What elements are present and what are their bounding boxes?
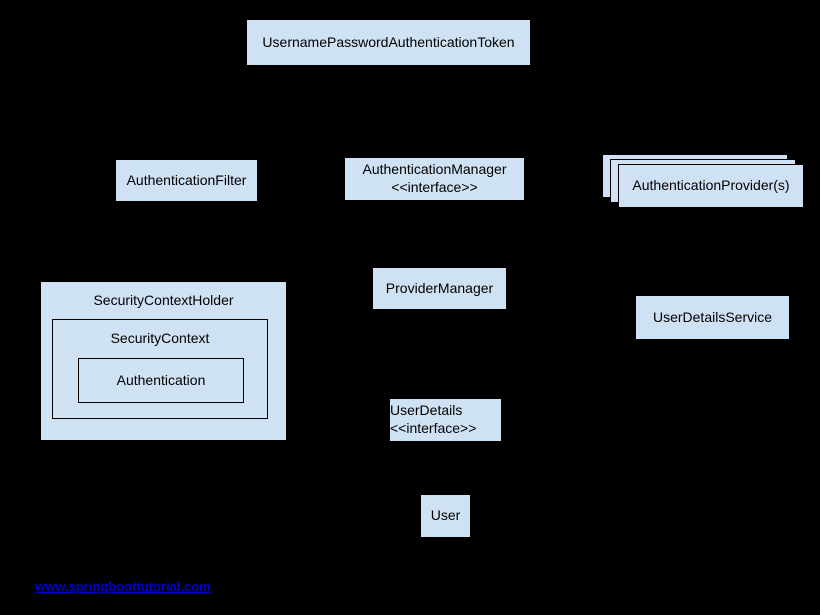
box-authentication-filter: AuthenticationFilter xyxy=(115,159,258,202)
authentication-manager-label: AuthenticationManager xyxy=(362,161,507,178)
box-user-details: UserDetails <<interface>> xyxy=(389,398,502,442)
box-user: User xyxy=(420,494,471,538)
authentication-manager-stereotype: <<interface>> xyxy=(391,179,478,195)
user-details-stereotype: <<interface>> xyxy=(390,420,477,436)
security-context-label: SecurityContext xyxy=(110,330,210,346)
user-details-label: UserDetails xyxy=(390,402,463,419)
box-user-details-service: UserDetailsService xyxy=(635,295,790,340)
box-security-context: SecurityContext Authentication xyxy=(52,319,268,419)
box-authentication-manager: AuthenticationManager <<interface>> xyxy=(344,157,525,201)
springboottutorial-link[interactable]: www.springboottutorial.com xyxy=(35,579,211,594)
box-security-context-holder: SecurityContextHolder SecurityContext Au… xyxy=(40,281,287,441)
security-context-holder-label: SecurityContextHolder xyxy=(93,292,234,308)
box-authentication: Authentication xyxy=(78,358,244,403)
box-username-password-authentication-token: UsernamePasswordAuthenticationToken xyxy=(246,19,531,66)
box-provider-manager: ProviderManager xyxy=(372,267,507,310)
box-authentication-providers: AuthenticationProvider(s) xyxy=(618,164,804,208)
